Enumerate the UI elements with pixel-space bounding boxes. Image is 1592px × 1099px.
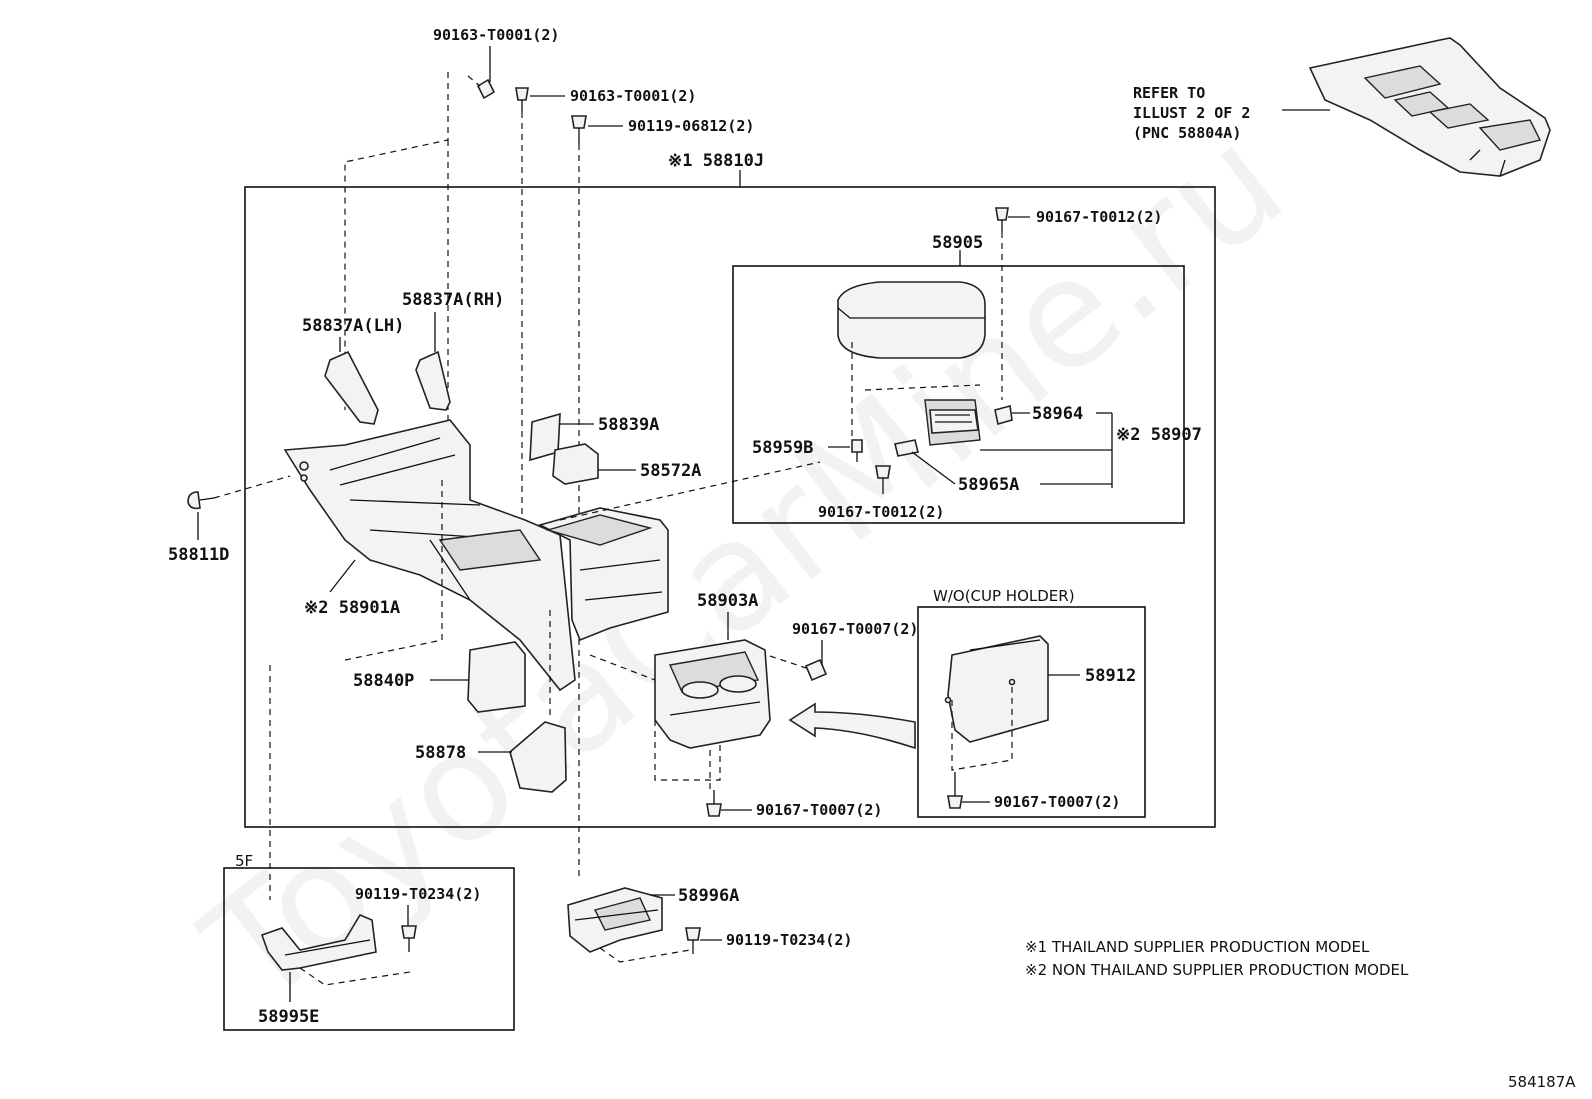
bolt-bracket-996-icon <box>685 927 701 954</box>
trim-rh-panel <box>415 350 451 411</box>
screw-cup-bottom-icon <box>706 790 722 817</box>
refer-note-line1: REFER TO <box>1133 84 1205 102</box>
title-without-cup-holder: W/O(CUP HOLDER) <box>933 587 1075 605</box>
label-bolt-top-2: 90163-T0001(2) <box>570 87 696 105</box>
label-pad-572: 58572A <box>640 461 701 481</box>
screw-cover-icon <box>947 772 963 809</box>
label-bolt-bracket-996: 90119-T0234(2) <box>726 931 852 949</box>
label-screw-cup: 90167-T0007(2) <box>792 620 918 638</box>
hinge-59-icon <box>851 439 863 462</box>
part-58964-icon <box>994 404 1013 426</box>
label-screw-hinge: 90167-T0012(2) <box>818 503 944 521</box>
note-non-thailand-supplier: ※2 NON THAILAND SUPPLIER PRODUCTION MODE… <box>1025 961 1409 979</box>
label-assembly-main: ※1 58810J <box>668 151 764 171</box>
label-pad-878: 58878 <box>415 743 466 763</box>
label-pad-839: 58839A <box>598 415 659 435</box>
pad-58840p <box>467 641 526 713</box>
label-screw-cup-bottom: 90167-T0007(2) <box>756 801 882 819</box>
trim-lh-panel <box>324 350 379 425</box>
label-part-965: 58965A <box>958 475 1019 495</box>
screw-hinge-icon <box>875 465 891 494</box>
console-body <box>283 419 669 692</box>
label-screw-cover: 90167-T0007(2) <box>994 793 1120 811</box>
label-trim-rh: 58837A(RH) <box>402 290 504 310</box>
label-armrest-assy: 58905 <box>932 233 983 253</box>
armrest-subassembly-frame <box>732 265 1185 524</box>
label-option-5f: 5F <box>235 852 253 870</box>
label-part-964: 58964 <box>1032 404 1083 424</box>
without-cup-holder-frame <box>917 606 1146 818</box>
label-bracket-996: 58996A <box>678 886 739 906</box>
bolt-bracket-995-icon <box>401 925 417 952</box>
label-hinge-959: 58959B <box>752 438 813 458</box>
label-pad-840: 58840P <box>353 671 414 691</box>
bracket-58995e <box>260 913 377 971</box>
label-bolt-bracket-995: 90119-T0234(2) <box>355 885 481 903</box>
option-5f-frame <box>223 867 515 1031</box>
label-trim-lh: 58837A(LH) <box>302 316 404 336</box>
label-cup-holder: 58903A <box>697 591 758 611</box>
clip-58811d-icon <box>187 491 215 510</box>
cover-58912 <box>944 635 1049 743</box>
label-console-box: ※2 58901A <box>304 598 400 618</box>
label-bolt-top-1: 90163-T0001(2) <box>433 26 559 44</box>
label-bracket-995: 58995E <box>258 1007 319 1027</box>
armrest-hinge <box>924 399 981 446</box>
armrest-lid <box>837 281 986 359</box>
label-bolt-top-3: 90119-06812(2) <box>628 117 754 135</box>
bolt-top-2-icon <box>515 87 529 112</box>
refer-note-line2: ILLUST 2 OF 2 <box>1133 104 1250 122</box>
screw-cup-icon <box>769 655 828 682</box>
label-clip-811: 58811D <box>168 545 229 565</box>
refer-note-line3: (PNC 58804A) <box>1133 124 1241 142</box>
label-cover-912: 58912 <box>1085 666 1136 686</box>
console-reference-illustration <box>1308 37 1551 177</box>
screw-armrest-icon <box>995 207 1009 232</box>
pad-58572a <box>552 443 599 485</box>
label-hinge-907: ※2 58907 <box>1116 425 1202 445</box>
bolt-top-3-icon <box>571 115 587 144</box>
bracket-58996a <box>567 887 663 953</box>
label-screw-armrest: 90167-T0012(2) <box>1036 208 1162 226</box>
arrow-icon <box>788 702 916 750</box>
main-assembly-frame <box>244 186 1216 828</box>
diagram-id: 584187A <box>1508 1073 1576 1091</box>
pad-58878 <box>509 721 567 793</box>
bolt-top-1-icon <box>467 75 496 100</box>
cup-holder-58903a <box>654 639 771 749</box>
note-thailand-supplier: ※1 THAILAND SUPPLIER PRODUCTION MODEL <box>1025 938 1370 956</box>
